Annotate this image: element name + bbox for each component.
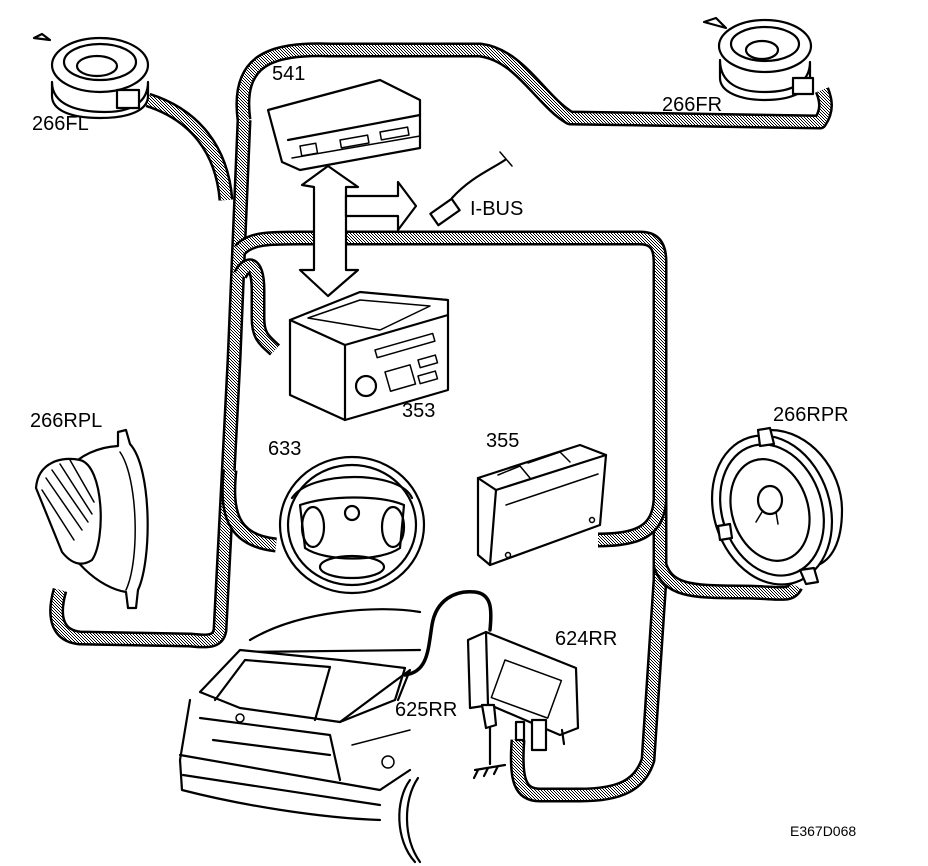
radio-353[interactable]: 353	[288, 290, 450, 422]
display-unit-541[interactable]: 541	[266, 63, 422, 172]
label-625rr: 625RR	[395, 699, 457, 721]
label-i-bus: I-BUS	[470, 198, 523, 220]
speaker-266rpr[interactable]: 266RPR	[693, 404, 850, 600]
label-353: 353	[402, 400, 435, 422]
steering-wheel-633[interactable]: 633	[268, 438, 426, 595]
label-624rr: 624RR	[555, 628, 617, 650]
reference-code: E367D068	[790, 823, 856, 839]
label-266fl: 266FL	[32, 113, 89, 135]
label-541: 541	[272, 63, 305, 85]
label-266fr: 266FR	[662, 94, 722, 116]
label-355: 355	[486, 430, 519, 452]
speaker-266rpl[interactable]: 266RPL	[30, 410, 149, 610]
i-bus-connector-icon	[429, 151, 513, 227]
label-266rpr: 266RPR	[773, 404, 849, 426]
connection-arrows: I-BUS	[298, 151, 523, 298]
cd-changer-355[interactable]: 355	[476, 430, 608, 567]
antenna-amplifier-624rr[interactable]: 624RR	[466, 628, 617, 780]
label-266rpl: 266RPL	[30, 410, 102, 432]
car-rear-illustration	[178, 608, 422, 864]
label-633: 633	[268, 438, 301, 460]
wiring-harness	[49, 42, 833, 803]
speaker-266fr[interactable]: 266FR	[662, 16, 815, 116]
speaker-266fl[interactable]: 266FL	[32, 32, 150, 135]
